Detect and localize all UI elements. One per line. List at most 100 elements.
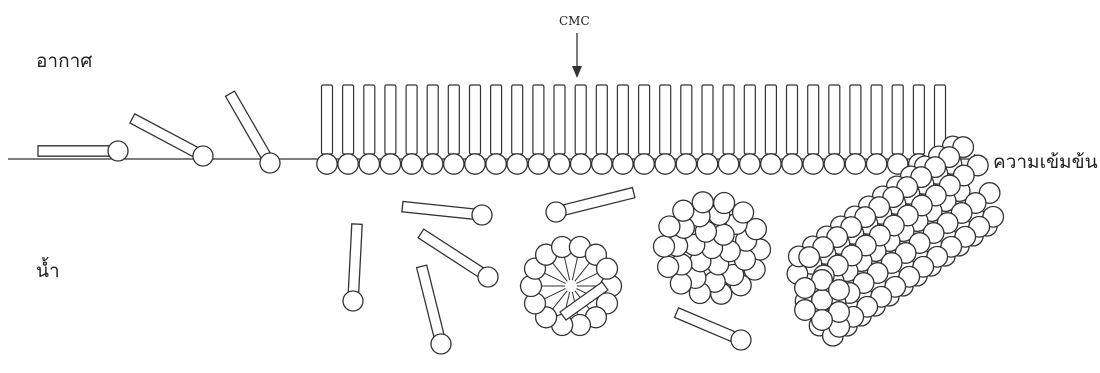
head-circle	[731, 330, 751, 350]
monolayer-tail	[723, 85, 734, 154]
micelle-tail	[576, 273, 599, 284]
monolayer-head	[401, 154, 421, 174]
monolayer-tail	[575, 85, 586, 154]
aggregate-head	[692, 192, 713, 213]
monolayer-tail	[892, 85, 903, 154]
tail-rect	[402, 202, 474, 220]
tail-rect	[38, 146, 109, 156]
monolayer-head	[761, 154, 781, 174]
head-circle	[431, 334, 451, 354]
monolayer-tail	[448, 85, 459, 154]
monolayer-tail	[322, 85, 333, 154]
monolayer-tail	[554, 85, 565, 154]
monolayer-head	[317, 154, 337, 174]
monolayer-tail	[639, 85, 650, 154]
monolayer-head	[465, 154, 485, 174]
monolayer-head	[634, 154, 654, 174]
monolayer-head	[866, 154, 886, 174]
surface-molecule-tilted	[130, 114, 213, 166]
monolayer-tail	[744, 85, 755, 154]
monolayer-head	[423, 154, 443, 174]
free-molecule	[675, 308, 752, 350]
spherical-micelle	[521, 237, 622, 336]
head-circle	[260, 153, 280, 173]
spherical-aggregate	[654, 192, 771, 304]
rod-cap-head	[795, 300, 816, 321]
monolayer-head	[528, 154, 548, 174]
head-circle	[108, 141, 128, 161]
rod-cap-head	[795, 278, 816, 299]
monolayer-tail	[871, 85, 882, 154]
monolayer-head	[549, 154, 569, 174]
monolayer-tail	[427, 85, 438, 154]
monolayer-tail	[343, 85, 354, 154]
tail-rect	[564, 188, 635, 215]
aggregate-head	[654, 236, 675, 257]
air-label: อากาศ	[36, 46, 92, 76]
cmc-arrow	[572, 33, 582, 78]
monolayer-tail	[702, 85, 713, 154]
monolayer-tail	[512, 85, 523, 154]
monolayer-head	[655, 154, 675, 174]
monolayer-tail	[406, 85, 417, 154]
free-molecule	[417, 265, 451, 354]
monolayer-tail	[385, 85, 396, 154]
monolayer-tail	[533, 85, 544, 154]
monolayer-tail	[681, 85, 692, 154]
micelle-head	[597, 258, 618, 279]
surface-molecule-lying	[38, 141, 128, 161]
monolayer-head	[380, 154, 400, 174]
monolayer-tail	[808, 85, 819, 154]
micelle-tail	[543, 273, 566, 284]
free-molecule	[546, 188, 635, 222]
head-circle	[193, 146, 213, 166]
aggregate-head	[673, 200, 694, 221]
tail-rect	[675, 308, 735, 341]
monolayer-tail	[617, 85, 628, 154]
head-circle	[478, 267, 498, 287]
free-molecule	[402, 202, 492, 226]
micelle-tail	[575, 262, 591, 282]
aggregate-head	[658, 256, 679, 277]
water-label: น้ำ	[36, 256, 60, 286]
micelle-tail	[564, 256, 570, 280]
micelle-tail	[552, 291, 568, 311]
monolayer-tail	[787, 85, 798, 154]
tail-rect	[417, 265, 444, 336]
monolayer-head	[486, 154, 506, 174]
tail-rect	[348, 224, 362, 292]
cmc-arrow-head	[572, 66, 582, 78]
monolayer-tail	[491, 85, 502, 154]
monolayer-head	[592, 154, 612, 174]
monolayer-head	[613, 154, 633, 174]
monolayer-tail	[829, 85, 840, 154]
aggregate-head	[714, 193, 735, 214]
monolayer-head	[571, 154, 591, 174]
monolayer-tail	[596, 85, 607, 154]
concentration-axis-label: ความเข้มข้น	[993, 147, 1098, 177]
tail-rect	[226, 91, 271, 158]
rod-cap-head	[829, 280, 850, 301]
monolayer-head	[676, 154, 696, 174]
monolayer-head	[444, 154, 464, 174]
surface-molecule-steep	[226, 91, 281, 173]
micelle-tail	[552, 262, 568, 282]
monolayer-head	[697, 154, 717, 174]
monolayer-tail	[470, 85, 481, 154]
micelle-tail	[572, 256, 578, 280]
monolayer-tail	[765, 85, 776, 154]
monolayer-head	[507, 154, 527, 174]
tail-rect	[130, 114, 198, 156]
micelle-tail	[543, 289, 566, 300]
monolayer-tail	[660, 85, 671, 154]
head-circle	[546, 202, 566, 222]
monolayer-head	[718, 154, 738, 174]
monolayer-head	[338, 154, 358, 174]
monolayer-head	[359, 154, 379, 174]
monolayer-head	[824, 154, 844, 174]
free-molecule	[343, 224, 363, 311]
cmc-label: CMC	[559, 14, 590, 28]
monolayer-head	[782, 154, 802, 174]
